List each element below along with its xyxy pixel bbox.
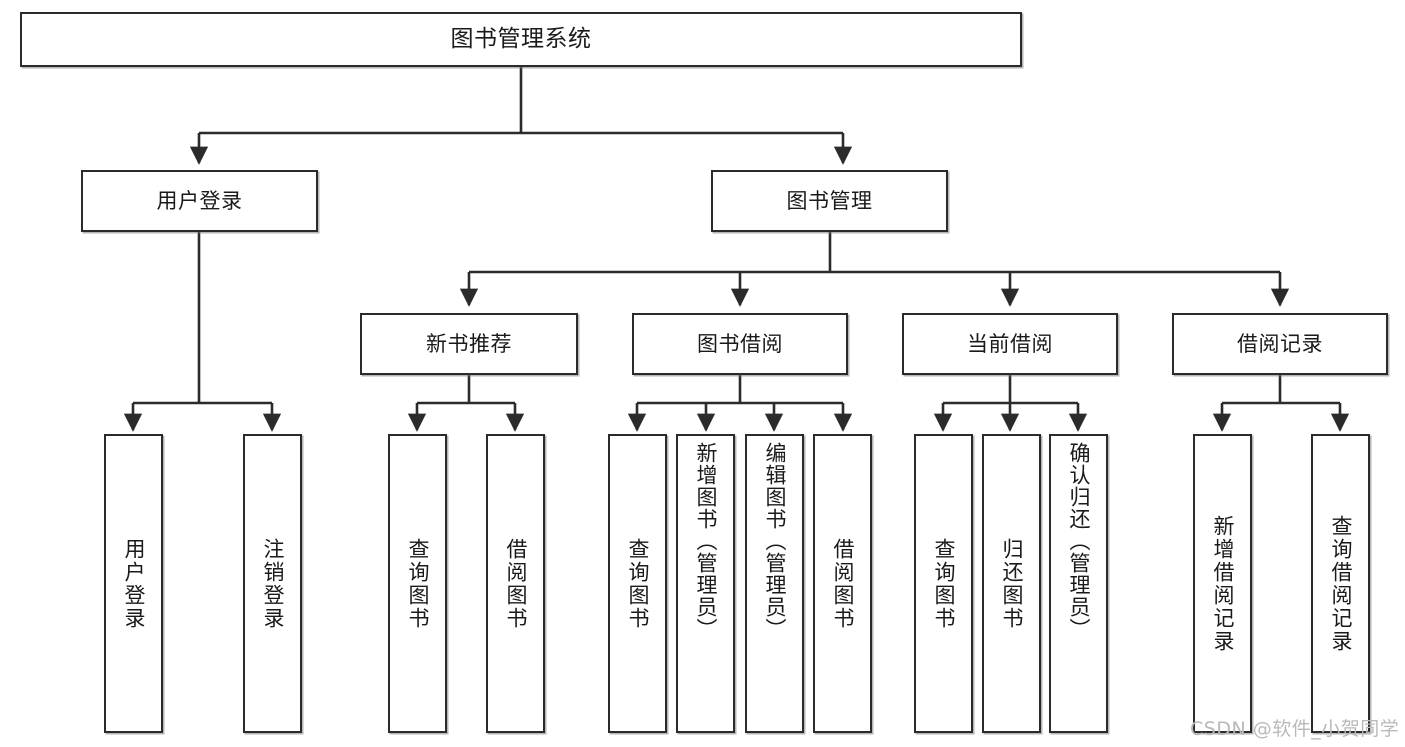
node-label: 借阅图书 bbox=[504, 537, 528, 630]
leaf-current-borrow-return-book[interactable]: 归还图书 bbox=[982, 434, 1041, 733]
leaf-current-borrow-confirm-return[interactable]: 确认归还（管理员） bbox=[1049, 434, 1108, 733]
node-label: 查询图书 bbox=[406, 537, 430, 630]
leaf-current-borrow-query-book[interactable]: 查询图书 bbox=[914, 434, 973, 733]
leaf-user-login-login[interactable]: 用户登录 bbox=[104, 434, 163, 733]
leaf-new-book-query-book[interactable]: 查询图书 bbox=[388, 434, 447, 733]
leaf-book-borrow-borrow-book[interactable]: 借阅图书 bbox=[813, 434, 872, 733]
leaf-new-book-borrow-book[interactable]: 借阅图书 bbox=[486, 434, 545, 733]
node-label: 图书管理系统 bbox=[450, 25, 592, 52]
node-book-management[interactable]: 图书管理 bbox=[711, 170, 948, 232]
node-label: 借阅图书 bbox=[831, 537, 855, 630]
node-label: 编辑图书（管理员） bbox=[763, 442, 787, 640]
node-label: 确认归还（管理员） bbox=[1067, 442, 1091, 640]
csdn-watermark: CSDN @软件_小贺同学 bbox=[1190, 718, 1400, 740]
node-label: 新增借阅记录 bbox=[1211, 514, 1235, 653]
node-label: 借阅记录 bbox=[1237, 331, 1323, 356]
node-user-login[interactable]: 用户登录 bbox=[81, 170, 318, 232]
node-new-book-recommend[interactable]: 新书推荐 bbox=[360, 313, 578, 375]
node-label: 查询图书 bbox=[626, 537, 650, 630]
node-label: 图书借阅 bbox=[697, 331, 783, 356]
node-borrow-record[interactable]: 借阅记录 bbox=[1172, 313, 1388, 375]
node-label: 注销登录 bbox=[261, 537, 285, 630]
node-root-system[interactable]: 图书管理系统 bbox=[20, 12, 1022, 67]
node-label: 新书推荐 bbox=[426, 331, 512, 356]
node-book-borrow[interactable]: 图书借阅 bbox=[632, 313, 848, 375]
node-label: 新增图书（管理员） bbox=[694, 442, 718, 640]
leaf-borrow-record-add-record[interactable]: 新增借阅记录 bbox=[1193, 434, 1252, 733]
node-label: 图书管理 bbox=[786, 188, 873, 213]
node-label: 查询图书 bbox=[932, 537, 956, 630]
leaf-user-login-logout[interactable]: 注销登录 bbox=[243, 434, 302, 733]
leaf-borrow-record-query-record[interactable]: 查询借阅记录 bbox=[1311, 434, 1370, 733]
node-label: 当前借阅 bbox=[967, 331, 1053, 356]
node-label: 归还图书 bbox=[1000, 537, 1024, 630]
node-current-borrow[interactable]: 当前借阅 bbox=[902, 313, 1118, 375]
leaf-book-borrow-add-book[interactable]: 新增图书（管理员） bbox=[676, 434, 735, 733]
leaf-book-borrow-edit-book[interactable]: 编辑图书（管理员） bbox=[745, 434, 804, 733]
node-label: 查询借阅记录 bbox=[1329, 514, 1353, 653]
node-label: 用户登录 bbox=[122, 537, 146, 630]
node-label: 用户登录 bbox=[156, 188, 243, 213]
leaf-book-borrow-query-book[interactable]: 查询图书 bbox=[608, 434, 667, 733]
